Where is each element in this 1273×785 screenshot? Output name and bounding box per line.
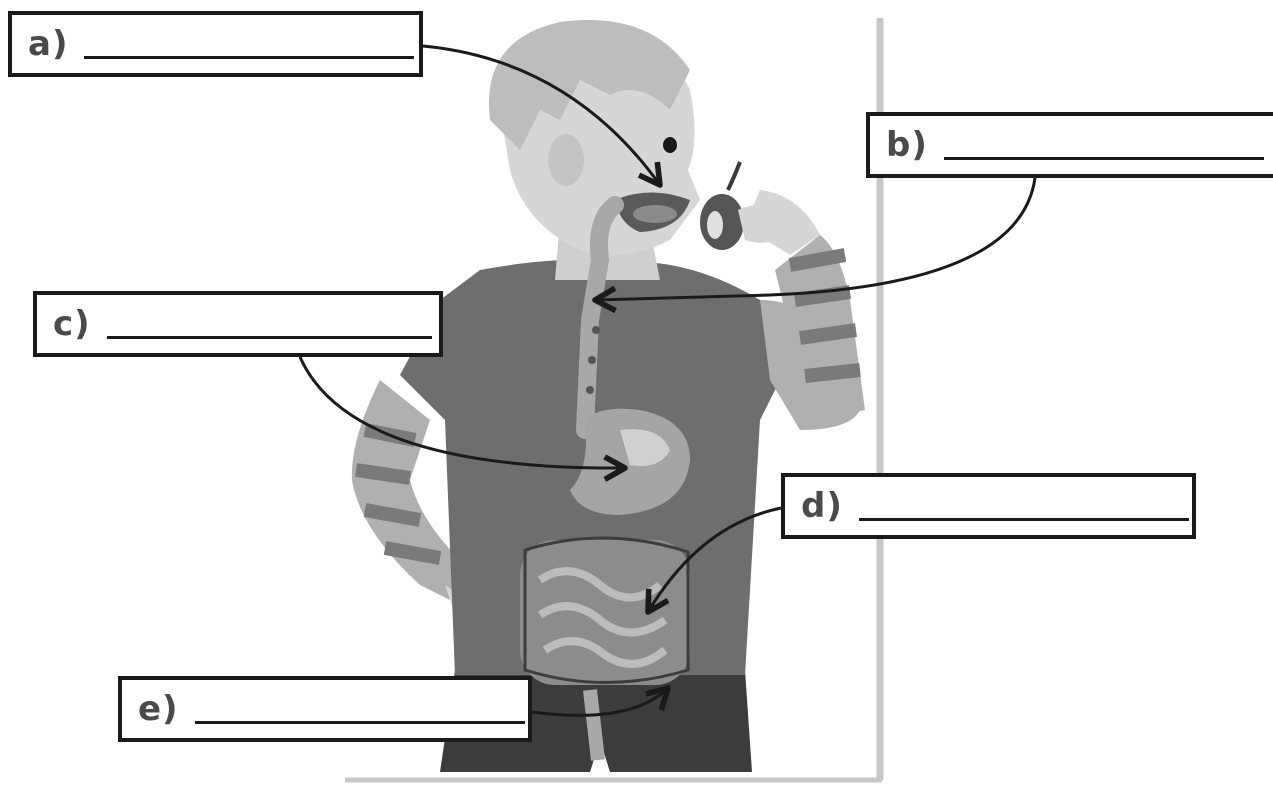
answer-blank-c[interactable] bbox=[107, 336, 432, 339]
label-letter-a: a) bbox=[28, 24, 68, 64]
answer-blank-e[interactable] bbox=[195, 721, 525, 724]
tongue bbox=[633, 205, 677, 223]
label-box-d: d) bbox=[781, 473, 1196, 539]
ear bbox=[548, 134, 584, 186]
answer-blank-b[interactable] bbox=[944, 157, 1264, 160]
eye bbox=[663, 137, 677, 153]
answer-blank-d[interactable] bbox=[859, 518, 1189, 521]
answer-blank-a[interactable] bbox=[84, 56, 414, 59]
label-letter-b: b) bbox=[886, 125, 928, 165]
label-letter-d: d) bbox=[801, 486, 843, 526]
label-letter-e: e) bbox=[138, 689, 179, 729]
label-letter-c: c) bbox=[53, 304, 91, 344]
label-box-b: b) bbox=[866, 112, 1273, 178]
label-box-a: a) bbox=[8, 11, 423, 77]
label-box-e: e) bbox=[118, 676, 532, 742]
label-box-c: c) bbox=[33, 291, 443, 357]
